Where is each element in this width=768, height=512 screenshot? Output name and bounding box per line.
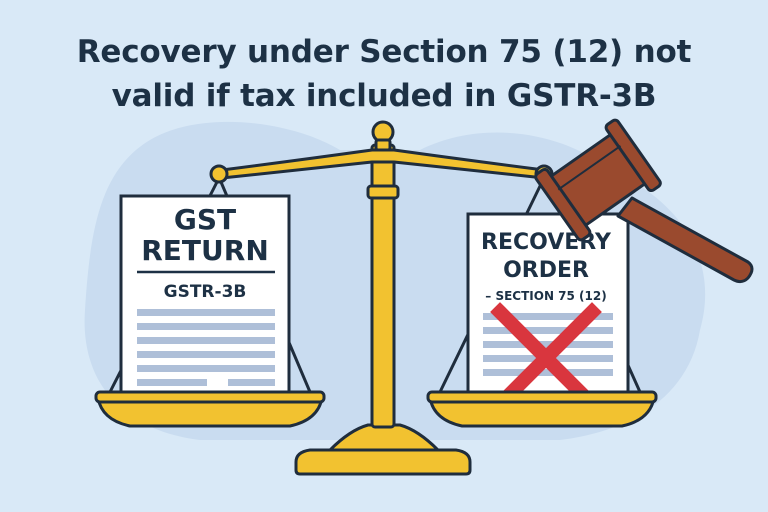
left-doc-lines	[137, 309, 275, 386]
right-document: RECOVERY ORDER – SECTION 75 (12)	[466, 212, 630, 414]
right-doc-subtitle: – SECTION 75 (12)	[485, 289, 606, 303]
left-doc-heading-2: RETURN	[141, 234, 269, 267]
left-doc-heading-1: GST	[174, 203, 236, 236]
right-doc-heading-2: ORDER	[503, 258, 589, 283]
gavel-icon	[534, 118, 754, 284]
left-pan	[94, 390, 326, 428]
left-doc-subtitle: GSTR-3B	[164, 282, 247, 302]
title-line-2: valid if tax included in GSTR-3B	[111, 78, 657, 114]
right-doc-heading-1: RECOVERY	[481, 230, 612, 255]
page-title: Recovery under Section 75 (12) not valid…	[0, 30, 768, 118]
title-line-1: Recovery under Section 75 (12) not	[76, 34, 692, 70]
cross-icon	[490, 302, 602, 414]
right-pan	[426, 390, 658, 428]
left-document: GST RETURN GSTR-3B	[119, 194, 291, 398]
balance-scale-icon	[108, 120, 642, 476]
